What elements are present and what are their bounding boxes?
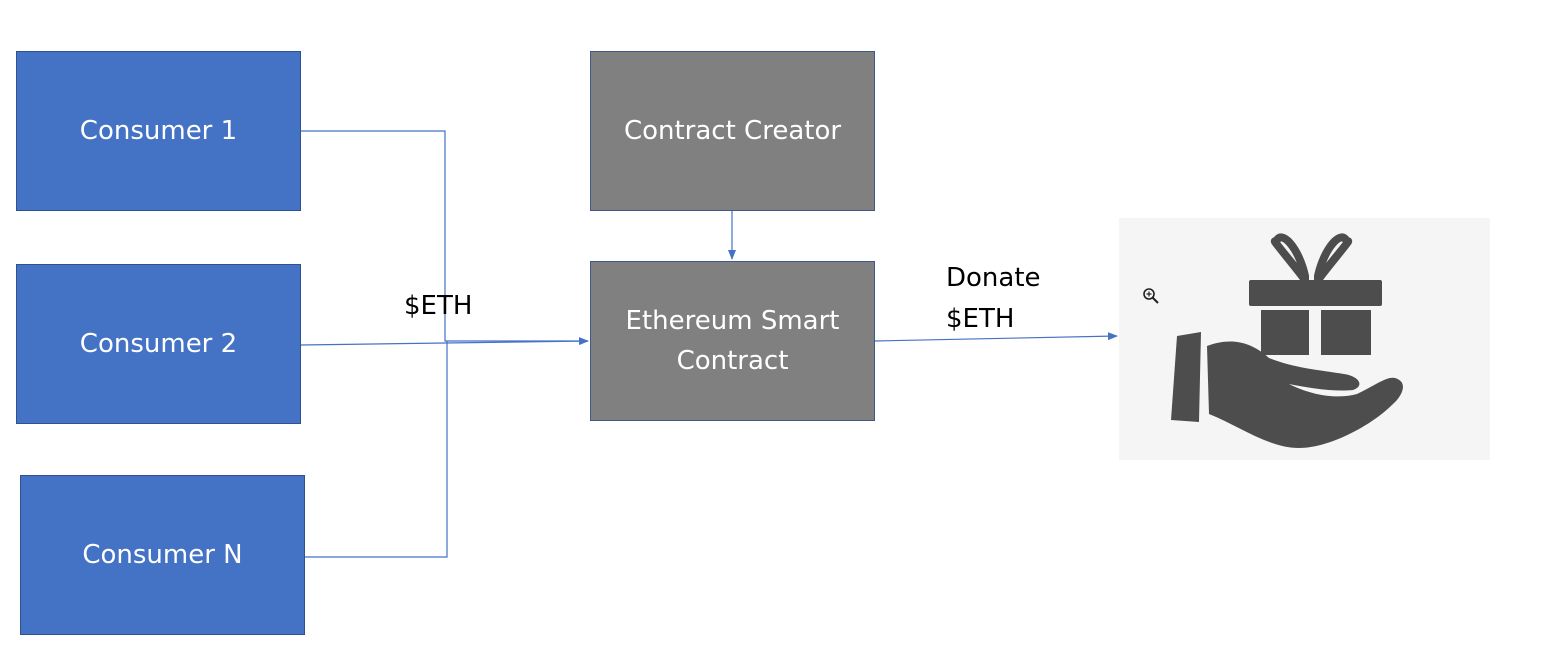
zoom-in-icon[interactable] — [1143, 288, 1159, 304]
consumer-1-label: Consumer 1 — [79, 116, 238, 146]
consumer-2-node: Consumer 2 — [16, 264, 301, 424]
donate-eth-label: Donate $ETH — [946, 263, 1041, 334]
contract-creator-label: Contract Creator — [623, 116, 842, 146]
connector-consumer-n — [305, 341, 448, 558]
smart-contract-label: Ethereum Smart Contract — [625, 306, 840, 376]
hand-icon — [1171, 332, 1403, 448]
eth-flow-label: $ETH — [404, 291, 473, 321]
connector-contract-to-donation — [874, 332, 1118, 342]
donation-image — [1119, 218, 1490, 460]
contract-creator-node: Contract Creator — [590, 51, 875, 211]
connector-consumer-2 — [300, 337, 589, 346]
smart-contract-node: Ethereum Smart Contract — [590, 261, 875, 421]
consumer-n-node: Consumer N — [20, 475, 305, 635]
gift-box-icon — [1249, 233, 1382, 355]
consumer-2-label: Consumer 2 — [79, 329, 238, 359]
connector-consumer-1 — [301, 130, 588, 342]
consumer-n-label: Consumer N — [82, 540, 243, 570]
consumer-1-node: Consumer 1 — [16, 51, 301, 211]
hand-giving-gift-icon — [1143, 233, 1403, 448]
